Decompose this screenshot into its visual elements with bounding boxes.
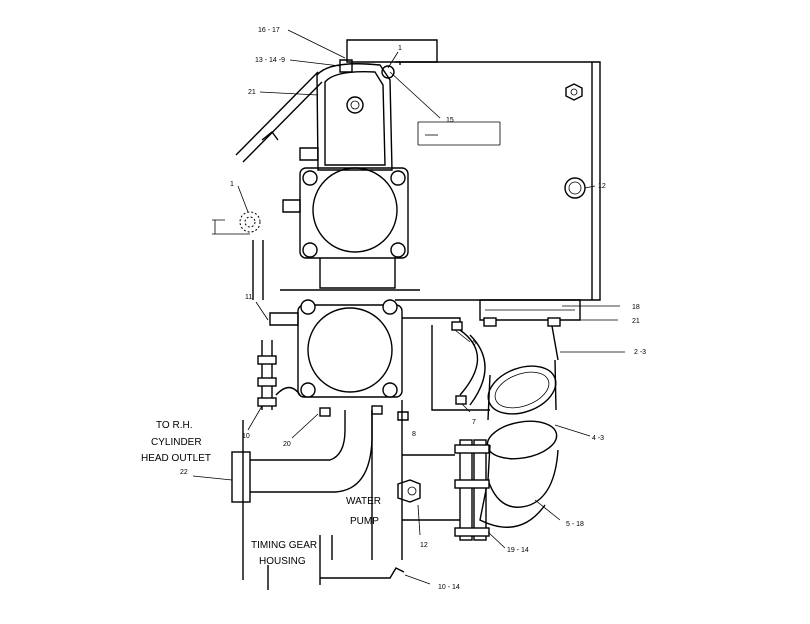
outlet-label-line2: CYLINDER — [151, 437, 202, 448]
pump-label-line2: PUMP — [350, 516, 379, 527]
callout-1-top: 1 — [398, 45, 402, 52]
callout-6: 6 — [472, 340, 476, 347]
callout-12-right: 12 — [598, 183, 606, 190]
callout-1-left: 1 — [230, 181, 234, 188]
thermostat-housing-upper — [299, 59, 395, 171]
callout-10-14: 10 - 14 — [438, 584, 460, 591]
callout-2-3: 2 -3 — [634, 349, 646, 356]
outlet-pipe — [231, 405, 383, 503]
callout-10-left: 10 — [242, 433, 250, 440]
dashed-fitting — [212, 211, 261, 235]
lower-flange — [269, 299, 403, 398]
callout-21-top: 21 — [248, 89, 256, 96]
side-housing — [397, 317, 490, 455]
callout-19-14: 19 - 14 — [507, 547, 529, 554]
callout-13-14-9: 13 - 14 -9 — [255, 57, 285, 64]
pump-label-line1: WATER — [346, 496, 381, 507]
callout-12-bottom: 12 — [420, 542, 428, 549]
upper-flange — [280, 167, 420, 291]
callout-22: 22 — [180, 469, 188, 476]
callout-20: 20 — [283, 441, 291, 448]
callout-numbers: 16 - 17 1 13 - 14 -9 21 15 12 1 11 18 21… — [180, 27, 646, 591]
outlet-label-line1: TO R.H. — [156, 420, 192, 431]
left-bracket — [257, 340, 301, 410]
main-housing — [346, 39, 601, 327]
support-rod — [235, 71, 323, 163]
callout-4-3: 4 -3 — [592, 435, 604, 442]
pipe-flange — [454, 439, 490, 541]
callout-8: 8 — [412, 431, 416, 438]
water-pump — [242, 240, 460, 590]
callout-21-right: 21 — [632, 318, 640, 325]
callout-15: 15 — [446, 117, 454, 124]
callout-16-17: 16 - 17 — [258, 27, 280, 34]
callout-11: 11 — [245, 294, 252, 301]
callout-18: 18 — [632, 304, 640, 311]
gear-label-line1: TIMING GEAR — [251, 540, 317, 551]
outlet-label-line3: HEAD OUTLET — [141, 453, 211, 464]
text-labels: TO R.H. CYLINDER HEAD OUTLET WATER PUMP … — [141, 420, 381, 567]
gear-label-line2: HOUSING — [259, 556, 306, 567]
elbow-pipe — [479, 325, 559, 528]
callout-5-18: 5 - 18 — [566, 521, 584, 528]
callout-7: 7 — [472, 419, 476, 426]
leader-lines — [192, 29, 625, 585]
